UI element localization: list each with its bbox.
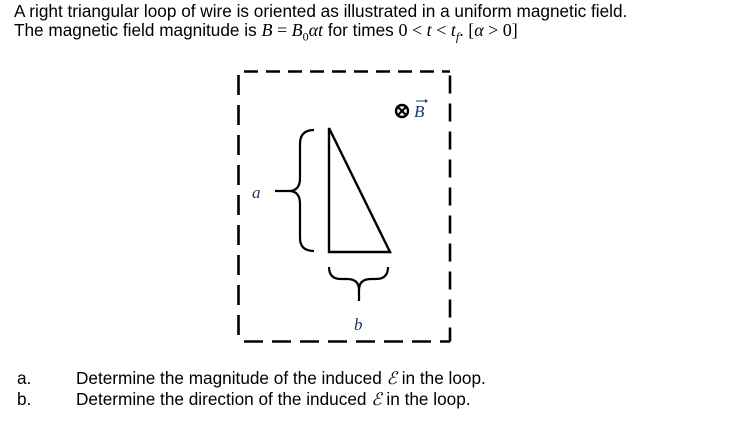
question-text-before: Determine the direction of the induced xyxy=(76,389,372,409)
question-text-before: Determine the magnitude of the induced xyxy=(76,368,387,388)
question-text-after: in the loop. xyxy=(396,368,486,388)
side-a-label: a xyxy=(252,183,261,202)
emf-symbol: ℰ xyxy=(386,369,397,388)
emf-symbol: ℰ xyxy=(371,390,382,409)
time-less-than: < xyxy=(431,20,451,40)
question-text: Determine the magnitude of the induced ℰ… xyxy=(76,368,486,389)
equation-subscript-0: 0 xyxy=(302,29,309,44)
triangular-loop xyxy=(327,127,392,254)
question-letter: a. xyxy=(17,368,32,388)
side-b-label: b xyxy=(354,315,363,334)
condition-alpha: α xyxy=(474,20,484,40)
time-range-start: 0 < xyxy=(398,20,427,40)
condition-open: [ xyxy=(468,20,475,40)
intro-line-1: A right triangular loop of wire is orien… xyxy=(14,1,628,21)
intro-line-2: The magnetic field magnitude is B = B0αt… xyxy=(14,21,627,46)
brace-side-b xyxy=(327,266,390,301)
time-end-subscript: f xyxy=(455,29,460,44)
question-a: a. Determine the magnitude of the induce… xyxy=(17,368,486,389)
question-text-after: in the loop. xyxy=(381,389,471,409)
times-text: for times xyxy=(323,20,399,40)
question-list: a. Determine the magnitude of the induce… xyxy=(17,368,486,410)
condition-rest: > 0] xyxy=(483,20,518,40)
field-label-b: B xyxy=(414,102,425,121)
problem-statement: A right triangular loop of wire is orien… xyxy=(14,2,627,46)
equation-alpha-t: αt xyxy=(308,20,324,40)
brace-side-a xyxy=(275,128,315,253)
intro-line-2-prefix: The magnetic field magnitude is xyxy=(14,20,262,40)
question-letter: b. xyxy=(17,389,32,409)
field-region-boundary xyxy=(237,70,452,343)
question-text: Determine the direction of the induced ℰ… xyxy=(76,389,471,410)
vector-arrow-icon xyxy=(416,99,428,103)
time-variable: t xyxy=(426,20,432,40)
equation-equals: = xyxy=(272,20,292,40)
question-b: b. Determine the direction of the induce… xyxy=(17,389,486,410)
period: . xyxy=(459,20,469,40)
time-end-variable: t xyxy=(450,20,456,40)
field-into-page-icon xyxy=(394,103,410,119)
equation-lhs: B xyxy=(261,20,273,40)
equation-b0: B xyxy=(291,20,303,40)
